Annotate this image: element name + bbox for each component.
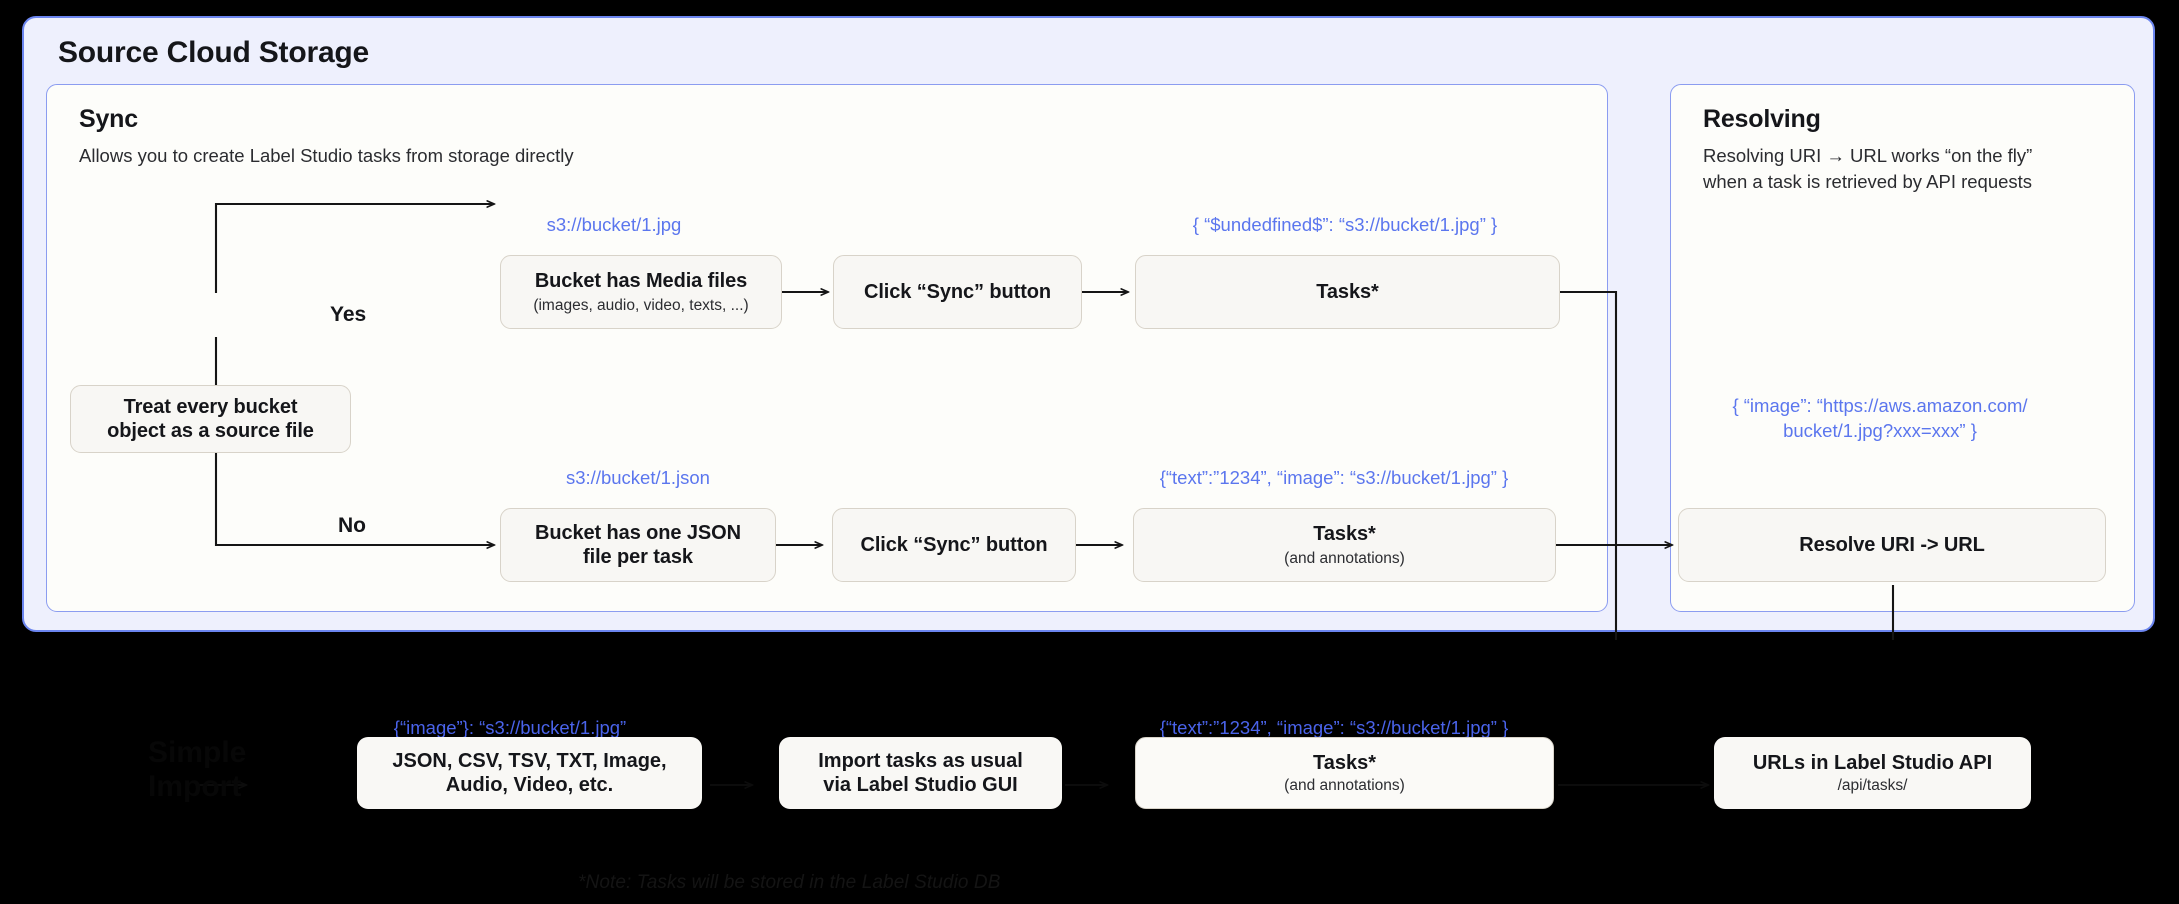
simple-import-tasks-box[interactable]: Tasks* (and annotations)	[1135, 737, 1554, 809]
yes-row-bucket-sub: (images, audio, video, texts, ...)	[533, 296, 749, 314]
resolve-uri-url-box[interactable]: Resolve URI -> URL	[1678, 508, 2106, 582]
yes-row-sync-button-label: Click “Sync” button	[863, 280, 1051, 303]
simple-import-api-box[interactable]: URLs in Label Studio API /api/tasks/	[1714, 737, 2031, 809]
simple-import-formats-main: JSON, CSV, TSV, TXT, Image, Audio, Video…	[392, 749, 667, 796]
no-row-tasks-main: Tasks*	[1313, 523, 1376, 546]
resolving-heading: Resolving	[1703, 105, 1821, 133]
no-row-sync-button-label: Click “Sync” button	[860, 533, 1048, 556]
decision-box-treat-bucket[interactable]: Treat every bucket object as a source fi…	[70, 385, 351, 453]
sync-heading: Sync	[79, 105, 138, 133]
sync-subtitle: Allows you to create Label Studio tasks …	[79, 145, 574, 166]
simple-import-tasks-json-label: {“text”:”1234”, “image”: “s3://bucket/1.…	[1159, 717, 1509, 738]
yes-row-bucket-main: Bucket has Media files	[534, 270, 748, 293]
branch-label-no: No	[338, 514, 366, 537]
resolving-subtitle: Resolving URI → URL works “on the fly” w…	[1703, 145, 2033, 193]
simple-import-gui-main: Import tasks as usual via Label Studio G…	[818, 749, 1023, 796]
no-row-bucket-box[interactable]: Bucket has one JSON file per task	[500, 508, 776, 582]
footnote: *Note: Tasks will be stored in the Label…	[578, 872, 1001, 893]
simple-import-tasks-sub: (and annotations)	[1284, 777, 1405, 795]
yes-row-sync-button-box[interactable]: Click “Sync” button	[833, 255, 1082, 329]
page-title: Source Cloud Storage	[58, 36, 370, 69]
yes-row-tasks-main: Tasks*	[1316, 280, 1379, 303]
no-row-sync-button-box[interactable]: Click “Sync” button	[832, 508, 1076, 582]
no-row-uri-label: s3://bucket/1.json	[566, 467, 710, 488]
yes-row-uri-label: s3://bucket/1.jpg	[546, 214, 682, 235]
resolving-json-label: { “image”: “https://aws.amazon.com/ buck…	[1732, 395, 2028, 441]
yes-row-tasks-box[interactable]: Tasks*	[1135, 255, 1560, 329]
simple-import-title: Simple Import	[148, 736, 247, 803]
simple-import-formats-json-label: {“image”}: “s3://bucket/1.jpg”	[393, 717, 627, 738]
yes-row-tasks-json-label: { “$undedfined$”: “s3://bucket/1.jpg” }	[1192, 214, 1498, 235]
no-row-tasks-box[interactable]: Tasks* (and annotations)	[1133, 508, 1556, 582]
decision-box-label: Treat every bucket object as a source fi…	[107, 395, 314, 442]
simple-import-api-main: URLs in Label Studio API	[1752, 751, 1993, 774]
yes-row-bucket-box[interactable]: Bucket has Media files (images, audio, v…	[500, 255, 782, 329]
simple-import-api-sub: /api/tasks/	[1837, 777, 1908, 795]
no-row-tasks-sub: (and annotations)	[1284, 549, 1405, 567]
no-row-bucket-main: Bucket has one JSON file per task	[535, 521, 741, 568]
branch-label-yes: Yes	[330, 303, 367, 326]
no-row-tasks-json-label: {“text”:”1234”, “image”: “s3://bucket/1.…	[1159, 467, 1509, 488]
simple-import-gui-box[interactable]: Import tasks as usual via Label Studio G…	[779, 737, 1062, 809]
simple-import-tasks-main: Tasks*	[1312, 751, 1376, 774]
resolve-uri-url-label: Resolve URI -> URL	[1799, 533, 1985, 556]
simple-import-formats-box[interactable]: JSON, CSV, TSV, TXT, Image, Audio, Video…	[357, 737, 702, 809]
